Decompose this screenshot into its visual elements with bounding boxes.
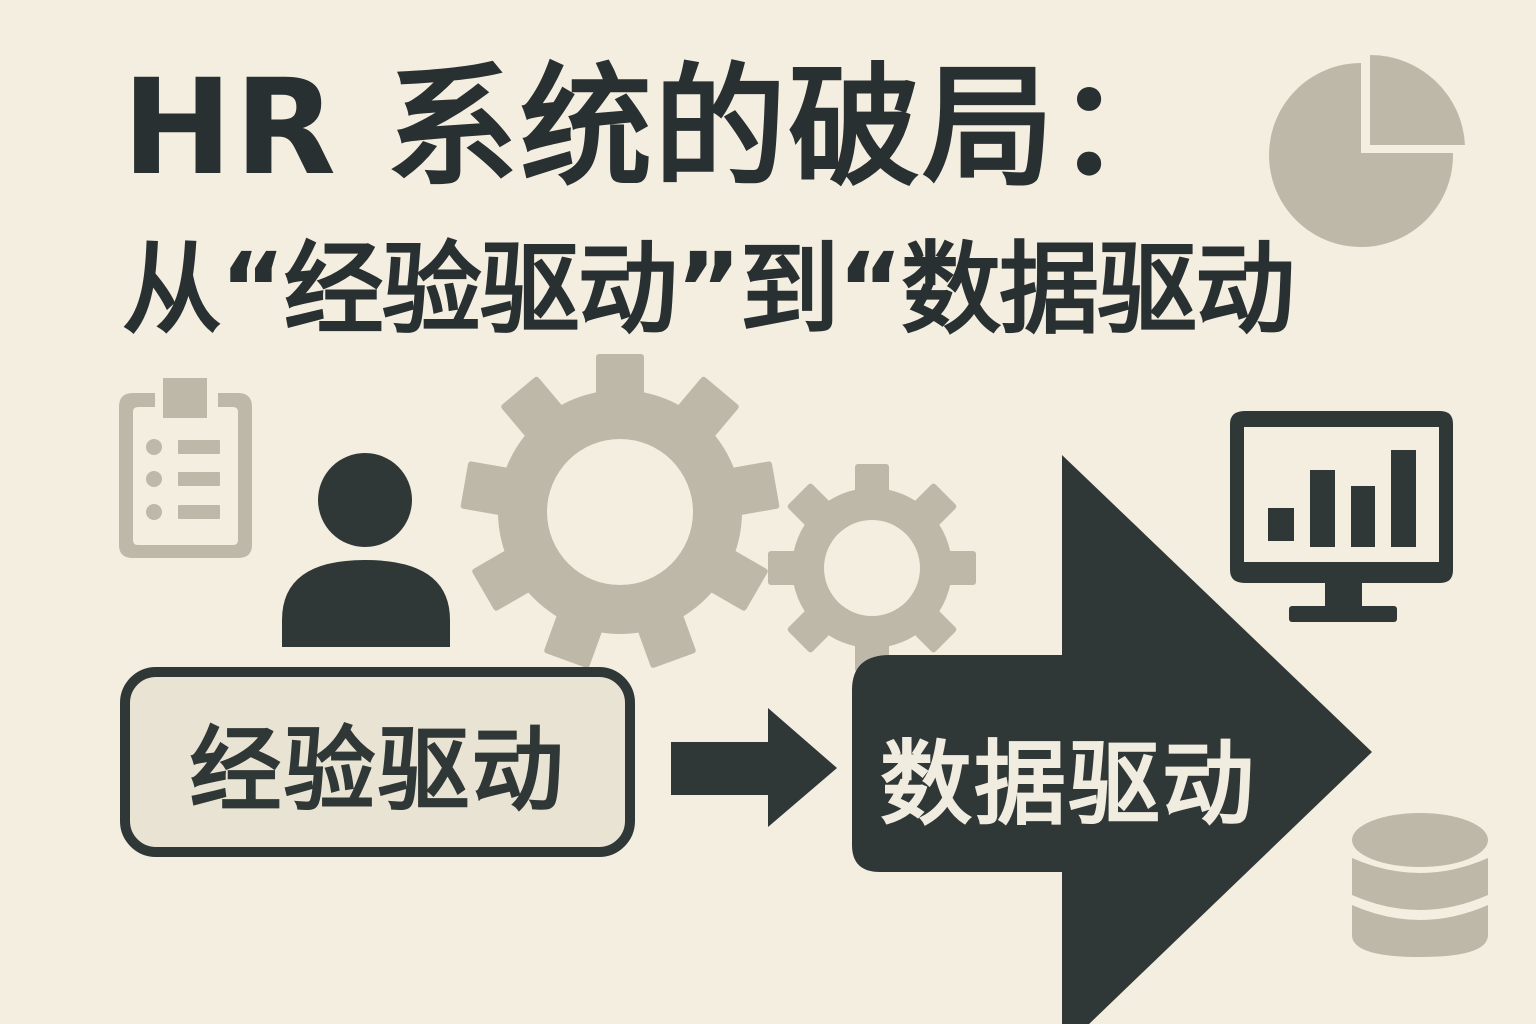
clipboard-checklist-icon (119, 378, 252, 558)
pie-chart-icon (1269, 54, 1465, 247)
arrow-right-icon (671, 708, 837, 827)
big-arrow-right-icon (852, 455, 1372, 1024)
database-icon (1352, 813, 1488, 957)
data-driven-label: 数据驱动 (880, 731, 1257, 838)
experience-driven-box: 经验驱动 (120, 667, 635, 857)
experience-driven-label: 经验驱动 (189, 716, 566, 824)
monitor-bar-chart-icon (1230, 411, 1453, 622)
person-icon (282, 453, 450, 647)
page-subtitle: 从“经验驱动”到“数据驱动 (122, 231, 1295, 348)
page-title: HR 系统的破局： (122, 51, 1191, 205)
gear-small-icon (768, 464, 976, 672)
gear-large-icon (460, 354, 780, 668)
